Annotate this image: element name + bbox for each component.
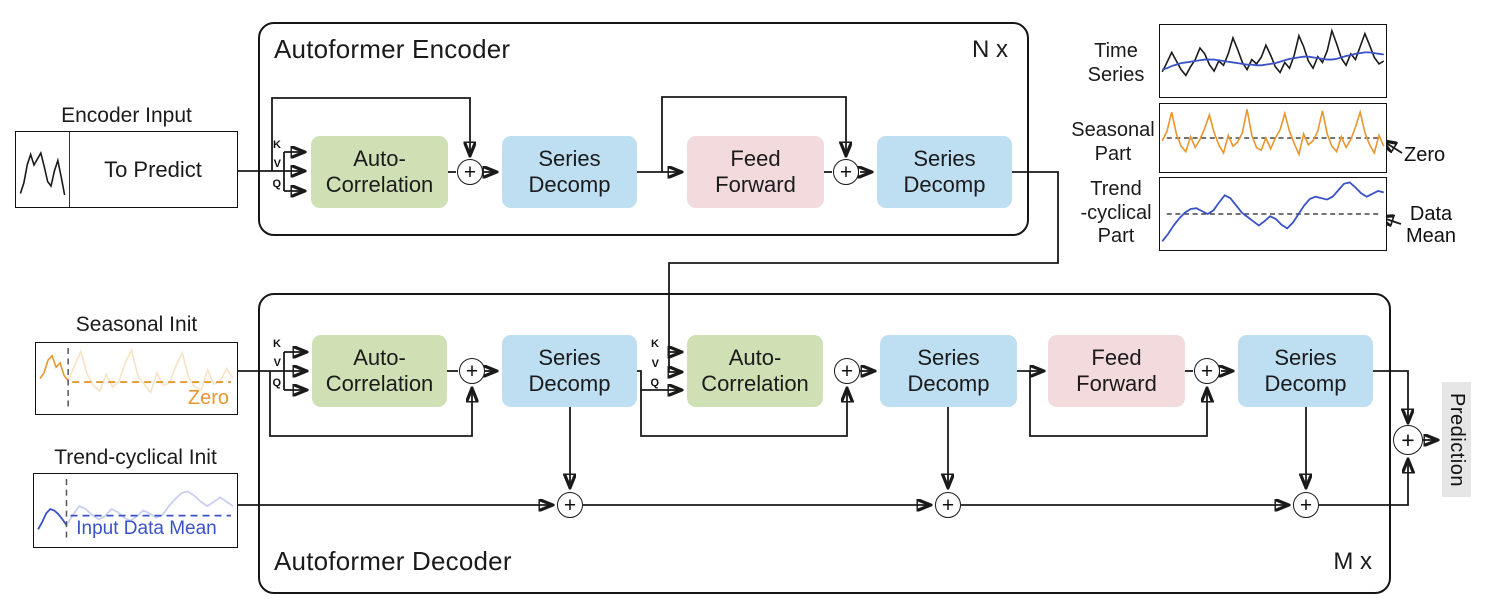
encoder-series-decomp1-block: Series Decomp <box>502 136 637 208</box>
trend-init-title: Trend-cyclical Init <box>54 446 217 469</box>
decoder-frame <box>258 293 1391 594</box>
decoder-q2-label: Q <box>650 377 659 389</box>
decoder-series-decomp2-block: Series Decomp <box>880 335 1017 407</box>
encoder-input-panel: To Predict <box>15 131 238 208</box>
decoder-series-decomp3-block: Series Decomp <box>1238 335 1373 407</box>
encoder-input-title: Encoder Input <box>61 104 192 127</box>
final-add-node: + <box>1393 425 1423 455</box>
encoder-add-node-1: + <box>457 159 483 185</box>
seasonal-init-sketch <box>36 343 237 414</box>
seasonal-init-title: Seasonal Init <box>75 313 198 336</box>
decoder-k1-label: K <box>273 338 281 350</box>
time-series-chart-label: Time Series <box>1087 40 1145 86</box>
trend-part-chart-label: Trend -cyclical Part <box>1080 178 1152 248</box>
decoder-repeat-count: M x <box>1333 548 1372 575</box>
data-mean-annotation: Data Mean <box>1405 203 1457 247</box>
decoder-feed-forward-block: Feed Forward <box>1048 335 1185 407</box>
trend-add-node-2: + <box>935 492 961 518</box>
encoder-autocorrelation-block: Auto- Correlation <box>311 136 448 208</box>
trend-init-sketch <box>34 474 237 547</box>
seasonal-part-sketch <box>1160 104 1386 172</box>
trend-init-panel: Input Data Mean <box>33 473 238 548</box>
decoder-autocorrelation2-block: Auto- Correlation <box>687 335 823 407</box>
encoder-repeat-count: N x <box>972 36 1008 63</box>
trend-init-mean-annotation: Input Data Mean <box>76 518 217 539</box>
decoder-title: Autoformer Decoder <box>274 546 512 576</box>
decoder-k2-label: K <box>651 338 659 350</box>
trend-part-chart <box>1159 177 1387 251</box>
decoder-add-node-3: + <box>1194 358 1220 384</box>
trend-add-node-3: + <box>1293 492 1319 518</box>
encoder-add-node-2: + <box>833 159 859 185</box>
decoder-q1-label: Q <box>272 377 281 389</box>
time-series-sketch <box>1160 25 1386 97</box>
encoder-frame <box>258 22 1029 236</box>
encoder-series-decomp2-block: Series Decomp <box>877 136 1012 208</box>
decoder-series-decomp1-block: Series Decomp <box>502 335 637 407</box>
seasonal-part-chart-label: Seasonal Part <box>1071 119 1155 165</box>
encoder-input-label: To Predict <box>104 156 202 182</box>
decoder-add-node-2: + <box>834 358 860 384</box>
seasonal-init-panel: Zero <box>35 342 238 415</box>
encoder-input-sketch <box>16 132 237 207</box>
zero-annotation: Zero <box>1404 144 1446 166</box>
trend-part-sketch <box>1160 178 1386 250</box>
decoder-add-node-1: + <box>459 358 485 384</box>
prediction-output-label: Prediction <box>1442 382 1471 497</box>
encoder-feed-forward-block: Feed Forward <box>687 136 824 208</box>
encoder-v-label: V <box>273 158 281 170</box>
decoder-autocorrelation1-block: Auto- Correlation <box>312 335 447 407</box>
encoder-k-label: K <box>273 139 281 151</box>
decoder-v2-label: V <box>651 358 659 370</box>
trend-add-node-1: + <box>557 492 583 518</box>
seasonal-part-chart <box>1159 103 1387 173</box>
decoder-v1-label: V <box>273 357 281 369</box>
encoder-title: Autoformer Encoder <box>274 34 511 64</box>
encoder-q-label: Q <box>272 178 281 190</box>
encoder-input-divider <box>69 132 71 207</box>
seasonal-init-zero-annotation: Zero <box>187 387 229 409</box>
time-series-chart <box>1159 24 1387 98</box>
